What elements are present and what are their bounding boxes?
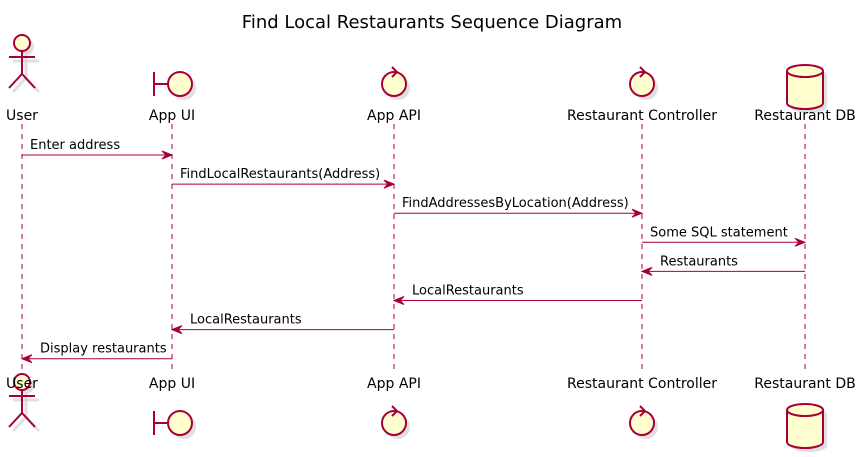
- control-icon: [629, 405, 658, 439]
- actor-icon: [8, 34, 41, 94]
- message-arrowhead: [383, 179, 396, 189]
- database-rim: [786, 70, 824, 78]
- message-arrowhead: [631, 208, 644, 218]
- message-3: FindAddressesByLocation(Address): [394, 196, 644, 218]
- actor-legs: [8, 72, 36, 89]
- message-label: FindLocalRestaurants(Address): [180, 167, 380, 182]
- message-arrowhead: [640, 266, 653, 276]
- control-circle: [381, 71, 407, 97]
- participant-label: App UI: [149, 108, 195, 124]
- participant-label: Restaurant DB: [754, 108, 855, 124]
- control-icon: [629, 66, 658, 100]
- actor-icon: [8, 373, 41, 433]
- boundary-icon: [153, 410, 196, 439]
- control-circle: [381, 410, 407, 436]
- control-arrow: [639, 405, 647, 417]
- message-4: Some SQL statement: [642, 225, 807, 247]
- participant-label: App API: [367, 108, 421, 124]
- message-arrowhead: [392, 296, 405, 305]
- message-arrowhead: [20, 354, 33, 364]
- lifelines: [21, 124, 806, 372]
- participant-label: User: [6, 376, 38, 392]
- message-arrowhead: [794, 237, 807, 247]
- boundary-circle: [167, 410, 193, 436]
- message-2: FindLocalRestaurants(Address): [172, 167, 396, 189]
- message-6: LocalRestaurants: [392, 284, 642, 305]
- participant-label: Restaurant Controller: [567, 376, 717, 392]
- participant-restaurant-controller-top: Restaurant Controller: [567, 66, 717, 124]
- boundary-circle: [167, 71, 193, 97]
- message-label: FindAddressesByLocation(Address): [402, 196, 629, 211]
- participant-label: Restaurant DB: [754, 376, 855, 392]
- database-body: [786, 403, 824, 449]
- database-icon: [786, 403, 827, 452]
- participant-label: User: [6, 108, 38, 124]
- message-7: LocalRestaurants: [170, 313, 394, 335]
- message-label: Display restaurants: [40, 342, 167, 357]
- control-circle: [629, 410, 655, 436]
- participant-app-ui-top: App UI: [149, 71, 196, 124]
- messages: Enter addressFindLocalRestaurants(Addres…: [20, 138, 807, 364]
- participant-user-top: User: [6, 34, 41, 124]
- participant-app-api-bottom: App API: [367, 376, 421, 439]
- message-label: Some SQL statement: [650, 225, 788, 240]
- actor-legs: [8, 411, 36, 428]
- database-body: [786, 64, 824, 110]
- participant-label: App UI: [149, 376, 195, 392]
- database-rim: [786, 409, 824, 417]
- message-5: Restaurants: [640, 254, 805, 276]
- actor-head: [13, 34, 31, 52]
- participant-label: App API: [367, 376, 421, 392]
- message-1: Enter address: [22, 138, 174, 160]
- participant-restaurant-controller-bottom: Restaurant Controller: [567, 376, 717, 439]
- participant-app-ui-bottom: App UI: [149, 376, 196, 439]
- control-icon: [381, 66, 410, 100]
- control-arrow: [391, 405, 399, 417]
- message-label: LocalRestaurants: [190, 313, 302, 328]
- message-label: Enter address: [30, 138, 120, 153]
- message-arrowhead: [170, 325, 183, 335]
- message-label: LocalRestaurants: [412, 284, 524, 299]
- participant-label: Restaurant Controller: [567, 108, 717, 124]
- participant-restaurant-db-bottom: Restaurant DB: [754, 376, 856, 452]
- message-8: Display restaurants: [20, 342, 172, 364]
- control-arrow: [391, 66, 399, 78]
- diagram-title: Find Local Restaurants Sequence Diagram: [242, 12, 622, 33]
- message-label: Restaurants: [660, 254, 738, 269]
- message-arrowhead: [161, 150, 174, 160]
- database-icon: [786, 64, 827, 113]
- control-arrow: [639, 66, 647, 78]
- control-circle: [629, 71, 655, 97]
- boundary-icon: [153, 71, 196, 100]
- control-icon: [381, 405, 410, 439]
- participant-app-api-top: App API: [367, 66, 421, 124]
- participant-user-bottom: User: [6, 373, 41, 433]
- participant-restaurant-db-top: Restaurant DB: [754, 64, 856, 124]
